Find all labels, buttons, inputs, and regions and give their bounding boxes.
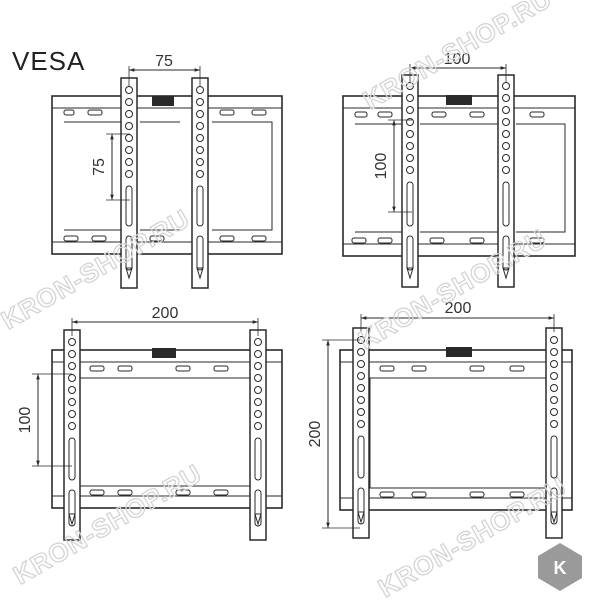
panel-vesa-75: 75 75 bbox=[51, 53, 283, 289]
panel-vesa-200: 200 200 bbox=[307, 300, 573, 539]
watermark-4: KRON-SHOP.RU bbox=[8, 458, 207, 590]
dim-vertical-75: 75 bbox=[91, 158, 108, 176]
dim-vertical-100-b: 100 bbox=[17, 407, 34, 434]
dim-horizontal-200-a: 200 bbox=[152, 305, 179, 322]
dim-horizontal-75: 75 bbox=[155, 53, 173, 70]
brand-logo: K bbox=[538, 543, 582, 591]
dim-vertical-200: 200 bbox=[307, 421, 324, 448]
brand-logo-letter: K bbox=[554, 558, 567, 578]
dim-vertical-100: 100 bbox=[373, 153, 390, 180]
panel-vesa-100: 100 100 bbox=[342, 51, 576, 288]
dim-horizontal-200-b: 200 bbox=[445, 300, 472, 317]
dim-horizontal-100: 100 bbox=[444, 51, 471, 68]
diagram-title: VESA bbox=[12, 46, 86, 76]
watermark-5: KRON-SHOP.RU bbox=[373, 471, 572, 600]
panel-vesa-200x100: 200 100 bbox=[17, 305, 283, 541]
